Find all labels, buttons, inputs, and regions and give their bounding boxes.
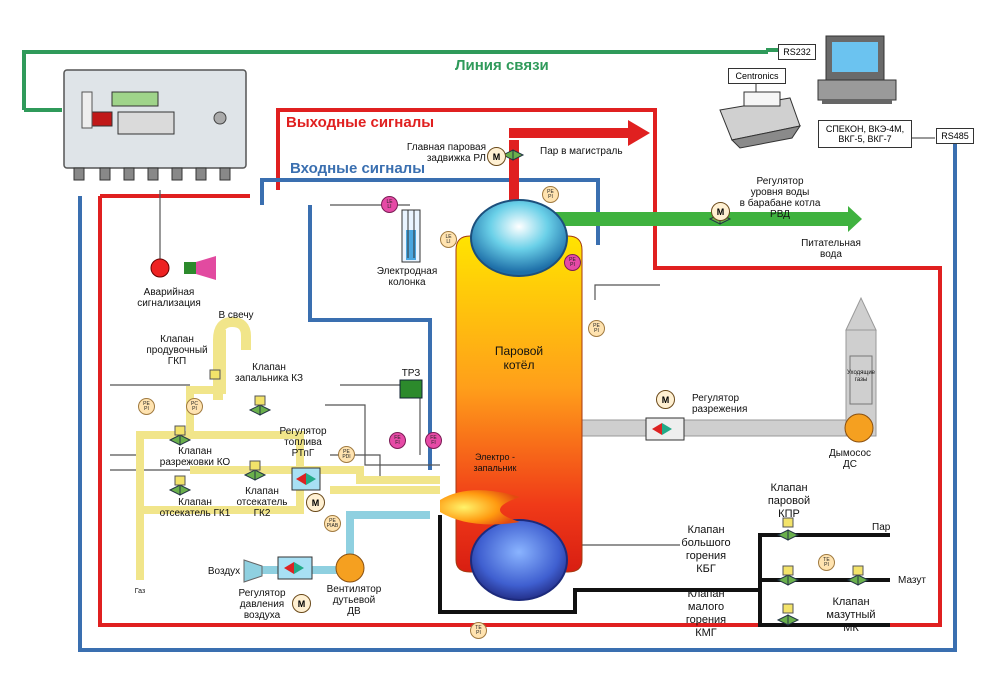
sensor-fe1: FE FI <box>389 432 406 449</box>
output-signals-label: Выходные сигналы <box>286 114 435 131</box>
gas-label: Газ <box>134 588 146 595</box>
centronics-port: Centronics <box>728 68 786 84</box>
blower-fan <box>335 553 365 583</box>
smoke-exhauster <box>844 413 874 443</box>
output-signals-line <box>98 108 942 627</box>
igniter-valve-label: Клапан запальника КЗ <box>235 362 303 384</box>
comm-line-label: Линия связи <box>455 57 549 74</box>
electrode-column <box>401 209 421 263</box>
flue-gases-label: Уходящие газы <box>846 370 876 383</box>
sensor-le1: LE LI <box>381 196 398 213</box>
steam-outlet-pipe <box>509 120 650 200</box>
steam-boiler <box>440 199 583 601</box>
sensor-fe2: FE FI <box>425 432 442 449</box>
alarm-icon <box>150 256 216 280</box>
leak-valve-label: Клапан разрежовки КО <box>159 446 231 468</box>
boiler-label: Паровой котёл <box>494 344 544 372</box>
sensor-pc: PC PI <box>186 398 203 415</box>
motor-draft-regulator: М <box>656 390 675 409</box>
sensor-le2: LE LI <box>440 231 457 248</box>
steam-to-main-label: Пар в магистраль <box>540 146 623 157</box>
valves <box>168 149 870 626</box>
steam-label: Пар <box>872 522 891 533</box>
smoke-exhauster-label: Дымосос ДС <box>828 448 872 470</box>
cutoff-valve-2-label: Клапан отсекатель ГК2 <box>236 486 288 519</box>
electrode-column-label: Электродная колонка <box>376 266 438 288</box>
air-regulator-label: Регулятор давления воздуха <box>238 588 286 621</box>
purge-candle <box>213 316 251 400</box>
tr3-label: ТРЗ <box>401 368 421 379</box>
flue-duct <box>579 296 877 437</box>
regulator-blocks <box>277 417 685 580</box>
sensor-p2: PE PI <box>564 254 581 271</box>
small-burn-valve-label: Клапан малого горения КМГ <box>685 588 727 639</box>
rs485-port: RS485 <box>936 128 974 144</box>
draft-regulator-label: Регулятор разрежения <box>692 393 748 415</box>
blower-fan-label: Вентилятор дутьевой ДВ <box>326 584 382 617</box>
valve-actuators <box>174 369 864 614</box>
printer-icon <box>719 91 802 149</box>
rs232-port: RS232 <box>778 44 816 60</box>
sensor-pdi: PE PDI <box>338 446 355 463</box>
computer-icon <box>817 35 897 104</box>
sensor-te-oil: TE PI <box>818 554 835 571</box>
fuel-oil-valve-label: Клапан мазутный МК <box>826 596 876 634</box>
main-steam-valve-label: Главная паровая задвижка РЛ <box>406 142 486 164</box>
level-regulator-label: Регулятор уровня воды в барабане котла Р… <box>739 176 821 220</box>
air-label: Воздух <box>207 566 241 577</box>
motor-air-regulator: М <box>292 594 311 613</box>
alarm-label: Аварийная сигнализация <box>137 287 201 309</box>
tr3-block <box>399 379 423 399</box>
big-burn-valve-label: Клапан большого горения КБГ <box>681 524 731 575</box>
to-candle-label: В свечу <box>218 310 254 321</box>
motor-fuel-regulator: М <box>306 493 325 512</box>
motor-main-valve: М <box>487 147 506 166</box>
steam-valve-label: Клапан паровой КПР <box>767 482 811 520</box>
sensor-pe-gas: PE PI <box>138 398 155 415</box>
sensor-pe-air: PE PIAB <box>324 515 341 532</box>
fuel-oil-label: Мазут <box>898 575 926 586</box>
sensor-te-bottom: TE PI <box>470 622 487 639</box>
motor-level-regulator: М <box>711 202 730 221</box>
electro-igniter-label: Электро - запальник <box>473 452 517 473</box>
gas-piping <box>136 330 440 580</box>
input-signals-label: Входные сигналы <box>290 160 426 177</box>
fuel-regulator-label: Регулятор топлива РТпГ <box>279 426 327 459</box>
feed-water-label: Питательная вода <box>801 238 861 260</box>
controller-panel <box>63 69 247 181</box>
cutoff-valve-1-label: Клапан отсекатель ГК1 <box>159 497 231 519</box>
feed-water-pipe <box>550 206 862 232</box>
sensor-p1: PE PI <box>542 186 559 203</box>
sensor-draft: PE PI <box>588 320 605 337</box>
purge-valve-label: Клапан продувочный ГКП <box>146 334 208 367</box>
external-units: СПЕКОН, ВКЭ-4М, ВКГ-5, ВКГ-7 <box>818 120 912 148</box>
